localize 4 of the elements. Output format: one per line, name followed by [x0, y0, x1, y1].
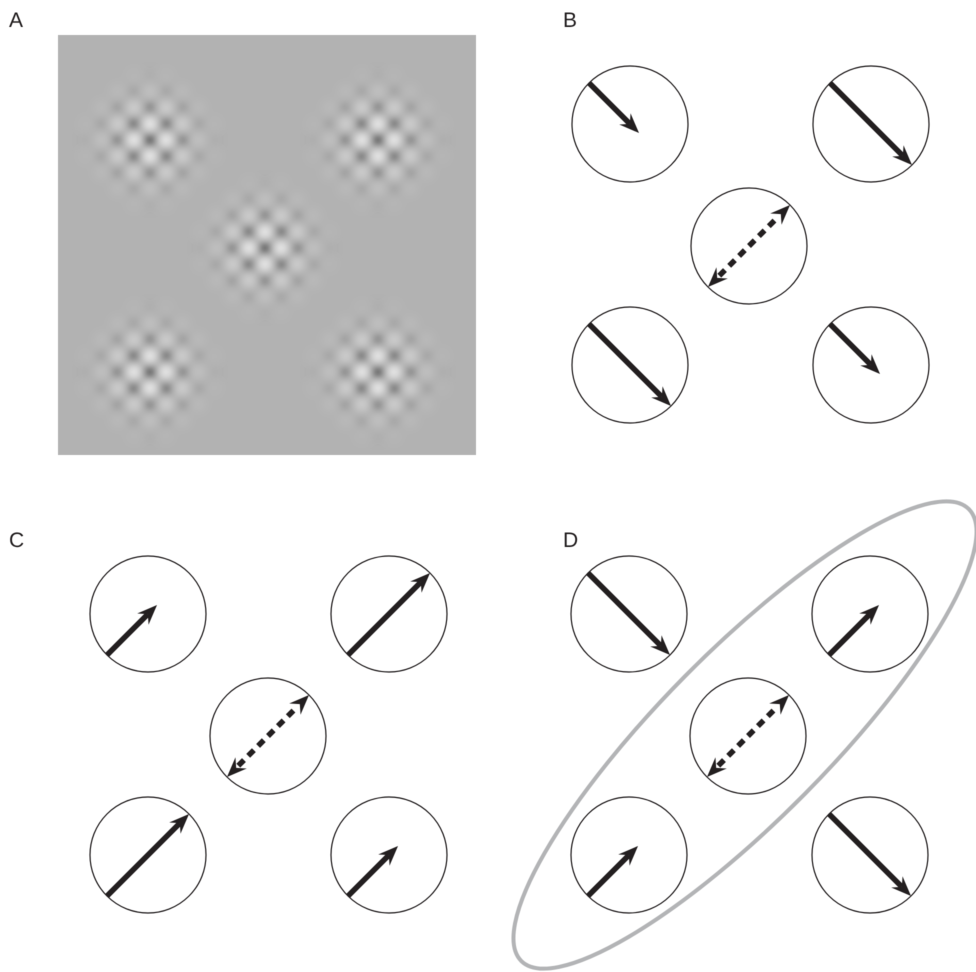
panel-letter: A: [9, 10, 24, 31]
panel-letter: C: [9, 530, 24, 551]
panel-letter: B: [563, 10, 578, 31]
panel-letter: D: [563, 530, 578, 551]
